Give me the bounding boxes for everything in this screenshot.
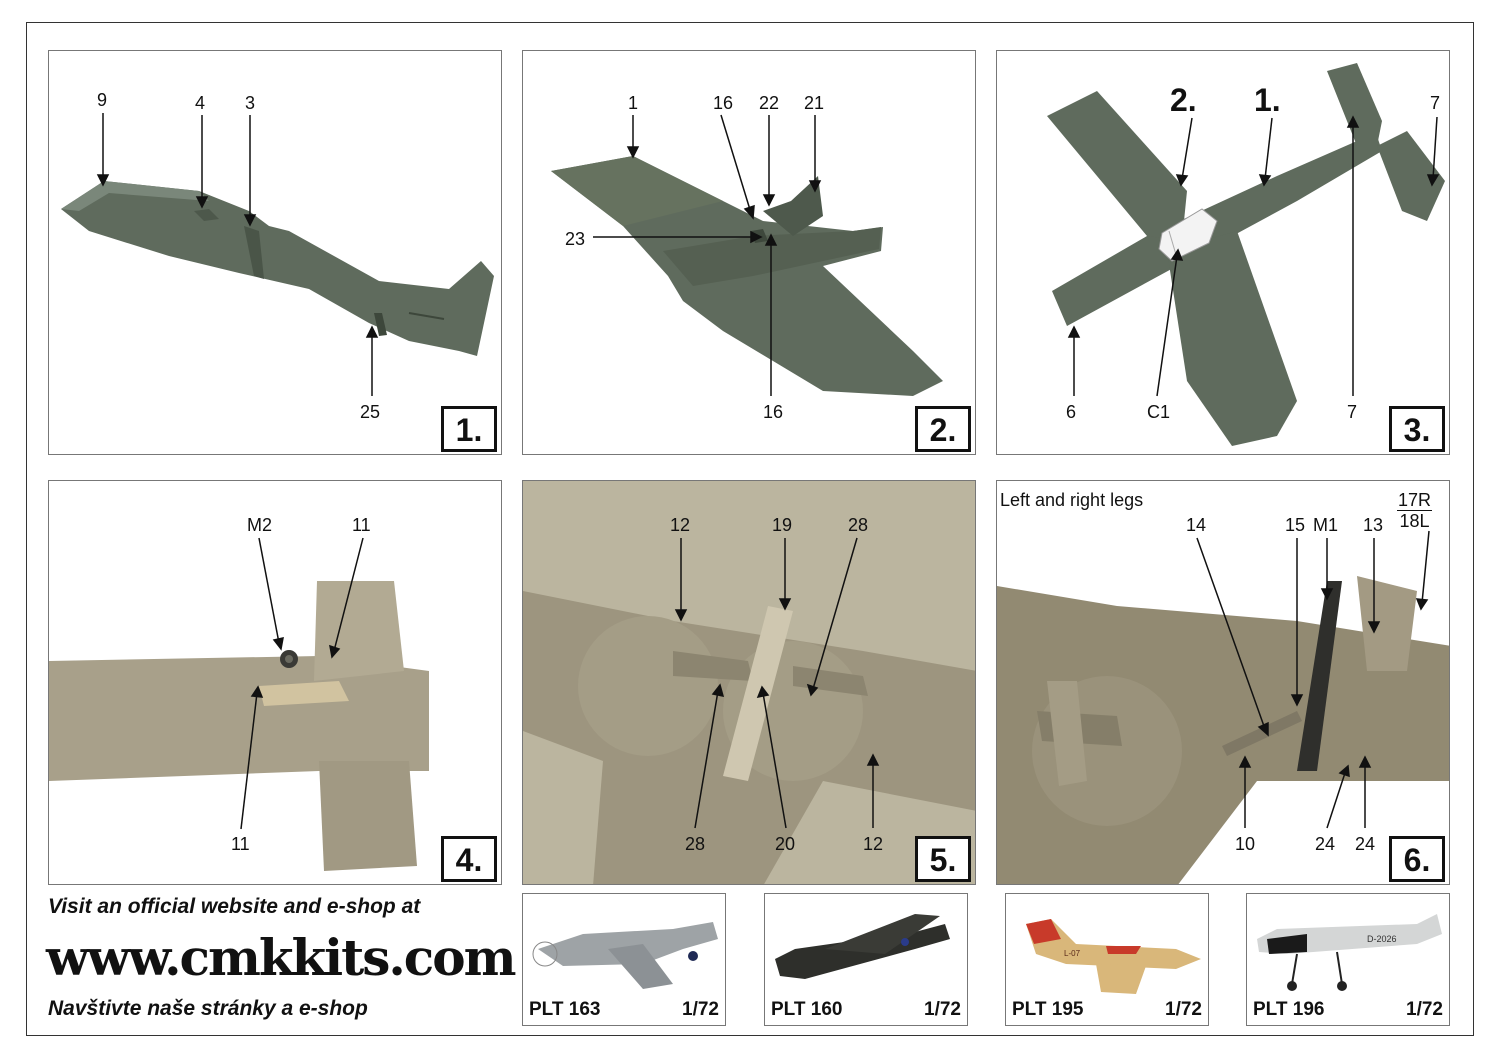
- callout-1-bold: 1.: [1254, 82, 1281, 118]
- sheet-frame: [26, 22, 1474, 1036]
- callout-24-right: 24: [1355, 834, 1376, 854]
- callout-14: 14: [1186, 515, 1207, 535]
- panel-step-4: M2 11 11 4.: [48, 480, 502, 885]
- assembled-airframe-photo: [1047, 63, 1445, 446]
- leader-lines: [674, 537, 880, 829]
- panel-step-5: 12 19 28 28 20 12 5.: [522, 480, 976, 885]
- callout-12-top: 12: [670, 515, 691, 535]
- callout-24-left: 24: [1315, 834, 1336, 854]
- callout-25: 25: [360, 402, 381, 422]
- fuselage-half-photo: [61, 181, 494, 356]
- callout-1: 1: [628, 93, 639, 113]
- leader-lines: [593, 114, 822, 396]
- callout-21: 21: [804, 93, 825, 113]
- callout-6: 6: [1066, 402, 1077, 422]
- kit-code: PLT 163: [529, 999, 601, 1020]
- callout-19: 19: [772, 515, 793, 535]
- kit-card-plt160[interactable]: PLT 160 1/72: [764, 893, 968, 1026]
- leader-lines: [96, 113, 379, 396]
- landing-gear-photo: [997, 481, 1449, 884]
- part-fraction-17r-18l: 17R 18L: [1397, 490, 1433, 531]
- website-url[interactable]: www.cmkkits.com: [46, 928, 516, 987]
- kit-code: PLT 160: [771, 999, 843, 1020]
- callout-11-bottom: 11: [231, 834, 250, 854]
- kit-card-plt196[interactable]: D-2026 PLT 196 1/72: [1246, 893, 1450, 1026]
- panel-step-2: 1 16 22 21 23 16 2.: [522, 50, 976, 455]
- leader-lines: [1067, 115, 1440, 397]
- leader-lines: [1196, 530, 1430, 829]
- callout-22: 22: [759, 93, 780, 113]
- fraction-top: 17R: [1397, 490, 1433, 511]
- panel-step-6: Left and right legs 17R 18L 14 15 M1 13 …: [996, 480, 1450, 885]
- callout-m1: M1: [1313, 515, 1339, 535]
- kit-card-plt195[interactable]: L-07 PLT 195 1/72: [1005, 893, 1209, 1026]
- tail-detail-photo: [49, 481, 501, 884]
- promo-line-czech: Navštivte naše stránky a e-shop: [48, 997, 368, 1020]
- callout-c1: C1: [1147, 402, 1171, 422]
- callout-11-top: 11: [352, 515, 371, 535]
- kit-scale: 1/72: [1165, 999, 1202, 1020]
- kit-scale: 1/72: [682, 999, 719, 1020]
- fraction-bottom: 18L: [1399, 511, 1430, 531]
- kit-scale: 1/72: [924, 999, 961, 1020]
- callout-15: 15: [1285, 515, 1306, 535]
- callout-7-bottom: 7: [1347, 402, 1358, 422]
- panel-step-1: 9 4 3 25 1.: [48, 50, 502, 455]
- callout-12-bottom: 12: [863, 834, 884, 854]
- kit-card-plt163[interactable]: PLT 163 1/72: [522, 893, 726, 1026]
- lower-wing-photo: [551, 156, 943, 396]
- callout-10: 10: [1235, 834, 1256, 854]
- step-number: 6.: [1389, 836, 1445, 882]
- callout-2-bold: 2.: [1170, 82, 1197, 118]
- kit-plt195-aircraft-image: L-07: [1026, 919, 1201, 994]
- kit-plt160-aircraft-image: [775, 914, 950, 979]
- callout-13: 13: [1363, 515, 1384, 535]
- callout-7-top: 7: [1430, 93, 1441, 113]
- step-number: 5.: [915, 836, 971, 882]
- step-number: 3.: [1389, 406, 1445, 452]
- kit-plt196-aircraft-image: D-2026: [1257, 914, 1442, 991]
- kit-plt196-marking: D-2026: [1367, 934, 1397, 944]
- promo-line-english: Visit an official website and e-shop at: [48, 895, 421, 918]
- callout-16-top: 16: [713, 93, 734, 113]
- step-number: 2.: [915, 406, 971, 452]
- note-left-right-legs: Left and right legs: [1000, 490, 1144, 510]
- kit-scale: 1/72: [1406, 999, 1443, 1020]
- kit-plt163-aircraft-image: [532, 922, 718, 989]
- callout-m2: M2: [247, 515, 273, 535]
- step-number: 4.: [441, 836, 497, 882]
- callout-28-bottom: 28: [685, 834, 706, 854]
- callout-23: 23: [565, 229, 586, 249]
- panel-step-3: 2. 1. 7 6 C1 7 3.: [996, 50, 1450, 455]
- callout-3: 3: [245, 93, 256, 113]
- step-number: 1.: [441, 406, 497, 452]
- kit-code: PLT 195: [1012, 999, 1084, 1020]
- wheel-well-photo: [523, 481, 975, 884]
- kit-code: PLT 196: [1253, 999, 1325, 1020]
- callout-28-top: 28: [848, 515, 869, 535]
- callout-9: 9: [97, 90, 108, 110]
- leader-lines: [240, 537, 364, 830]
- callout-16-bottom: 16: [763, 402, 784, 422]
- callout-20: 20: [775, 834, 796, 854]
- callout-4: 4: [195, 93, 206, 113]
- kit-plt195-marking: L-07: [1064, 949, 1081, 958]
